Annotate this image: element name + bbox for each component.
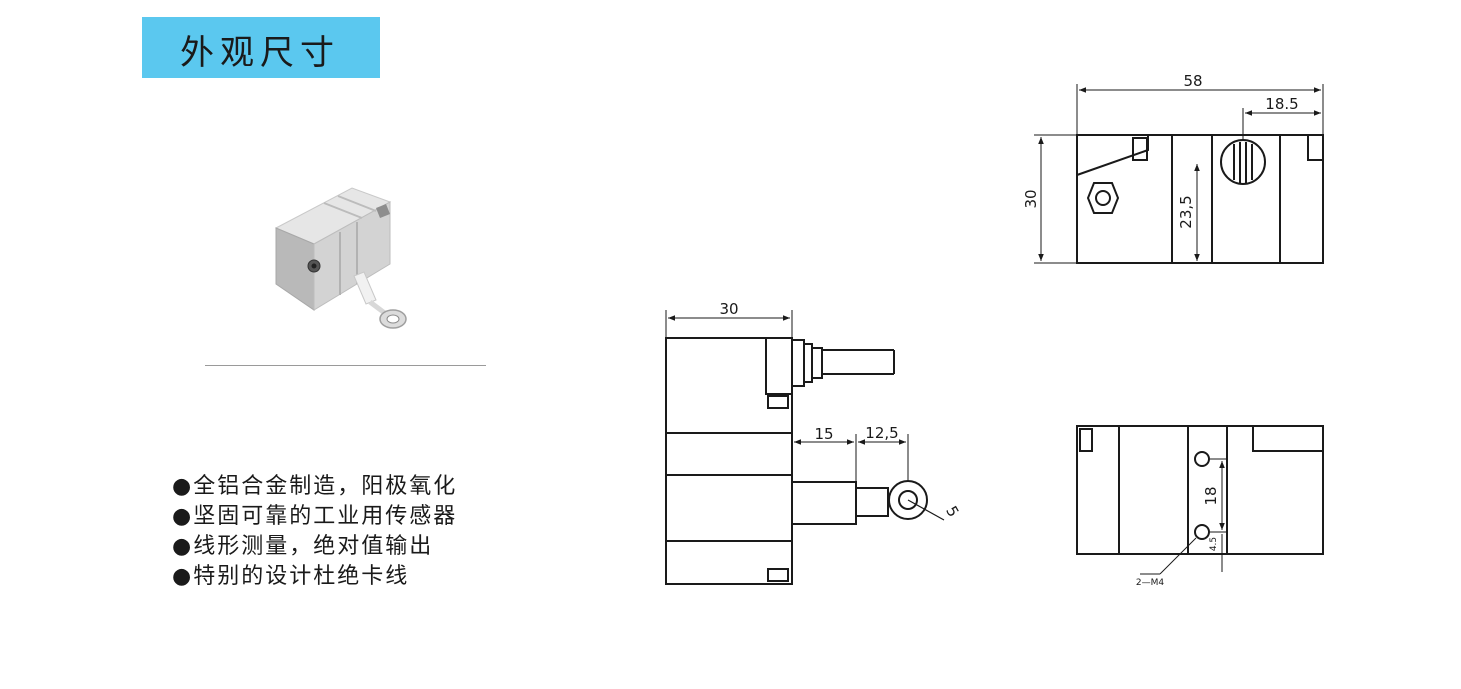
- top-height-label: 30: [1022, 189, 1040, 208]
- linear-sensor-product-icon: [274, 187, 407, 329]
- side-view-dimensions: [665, 310, 909, 488]
- hole-edge-label: 4.5: [1209, 537, 1219, 551]
- top-view-drawing: [1076, 134, 1324, 264]
- feature-item: ●全铝合金制造，阳极氧化: [172, 474, 458, 499]
- side-view-drawing: [665, 337, 945, 585]
- eye-offset-label: 12,5: [865, 424, 898, 442]
- feature-item: ●线形测量，绝对值输出: [172, 534, 434, 559]
- photo-divider: [205, 365, 486, 366]
- feature-item: ●坚固可靠的工业用传感器: [172, 504, 458, 529]
- bottom-view-drawing: [1076, 425, 1324, 555]
- side-width-label: 30: [719, 300, 738, 318]
- feature-list: ●全铝合金制造，阳极氧化 ●坚固可靠的工业用传感器 ●线形测量，绝对值输出 ●特…: [172, 472, 457, 592]
- screw-offset-label: 18.5: [1265, 95, 1298, 113]
- screw-height-label: 23,5: [1177, 195, 1195, 228]
- hole-spacing-label: 18: [1202, 486, 1220, 505]
- hole-diameter-label: 5: [942, 503, 962, 520]
- rod-offset-label: 15: [814, 425, 833, 443]
- total-length-label: 58: [1183, 72, 1202, 90]
- title-banner: 外观尺寸: [142, 17, 380, 78]
- top-view-dimensions: [1034, 84, 1324, 264]
- feature-item: ●特别的设计杜绝卡线: [172, 564, 410, 589]
- page-title: 外观尺寸: [180, 33, 340, 73]
- mounting-holes-label: 2—M4: [1136, 578, 1164, 588]
- bottom-view-dimensions: [1140, 458, 1228, 575]
